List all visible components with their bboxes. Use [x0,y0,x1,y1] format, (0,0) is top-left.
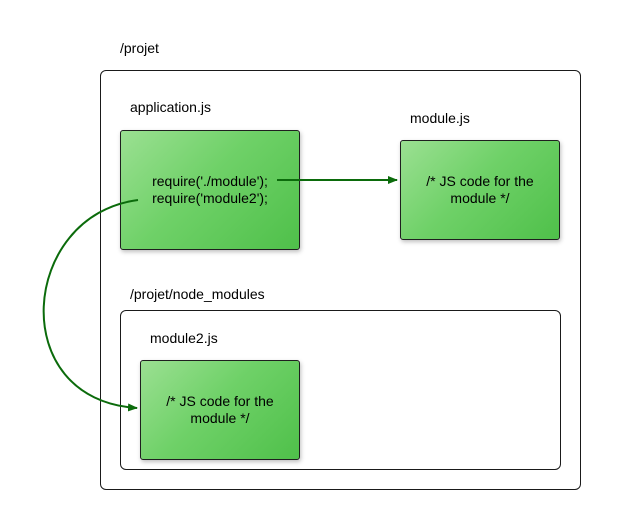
application-code-line-2: require('module2'); [152,190,268,206]
module-code-line-1: /* JS code for the [426,173,534,189]
application-code-line-1: require('./module'); [152,173,268,189]
module2-code-line-2: module */ [190,410,250,426]
module-file-label: module.js [410,110,470,126]
module2-code-line-1: /* JS code for the [166,393,274,409]
module2-file-label: module2.js [150,330,218,346]
application-file-label: application.js [130,99,211,115]
node-modules-folder-label: /projet/node_modules [130,286,265,302]
application-code-box: require('./module'); require('module2'); [120,130,300,250]
root-folder-label: /projet [120,40,159,56]
module2-code-box: /* JS code for the module */ [140,360,300,460]
module-code-line-2: module */ [450,190,510,206]
module-code-box: /* JS code for the module */ [400,140,560,240]
